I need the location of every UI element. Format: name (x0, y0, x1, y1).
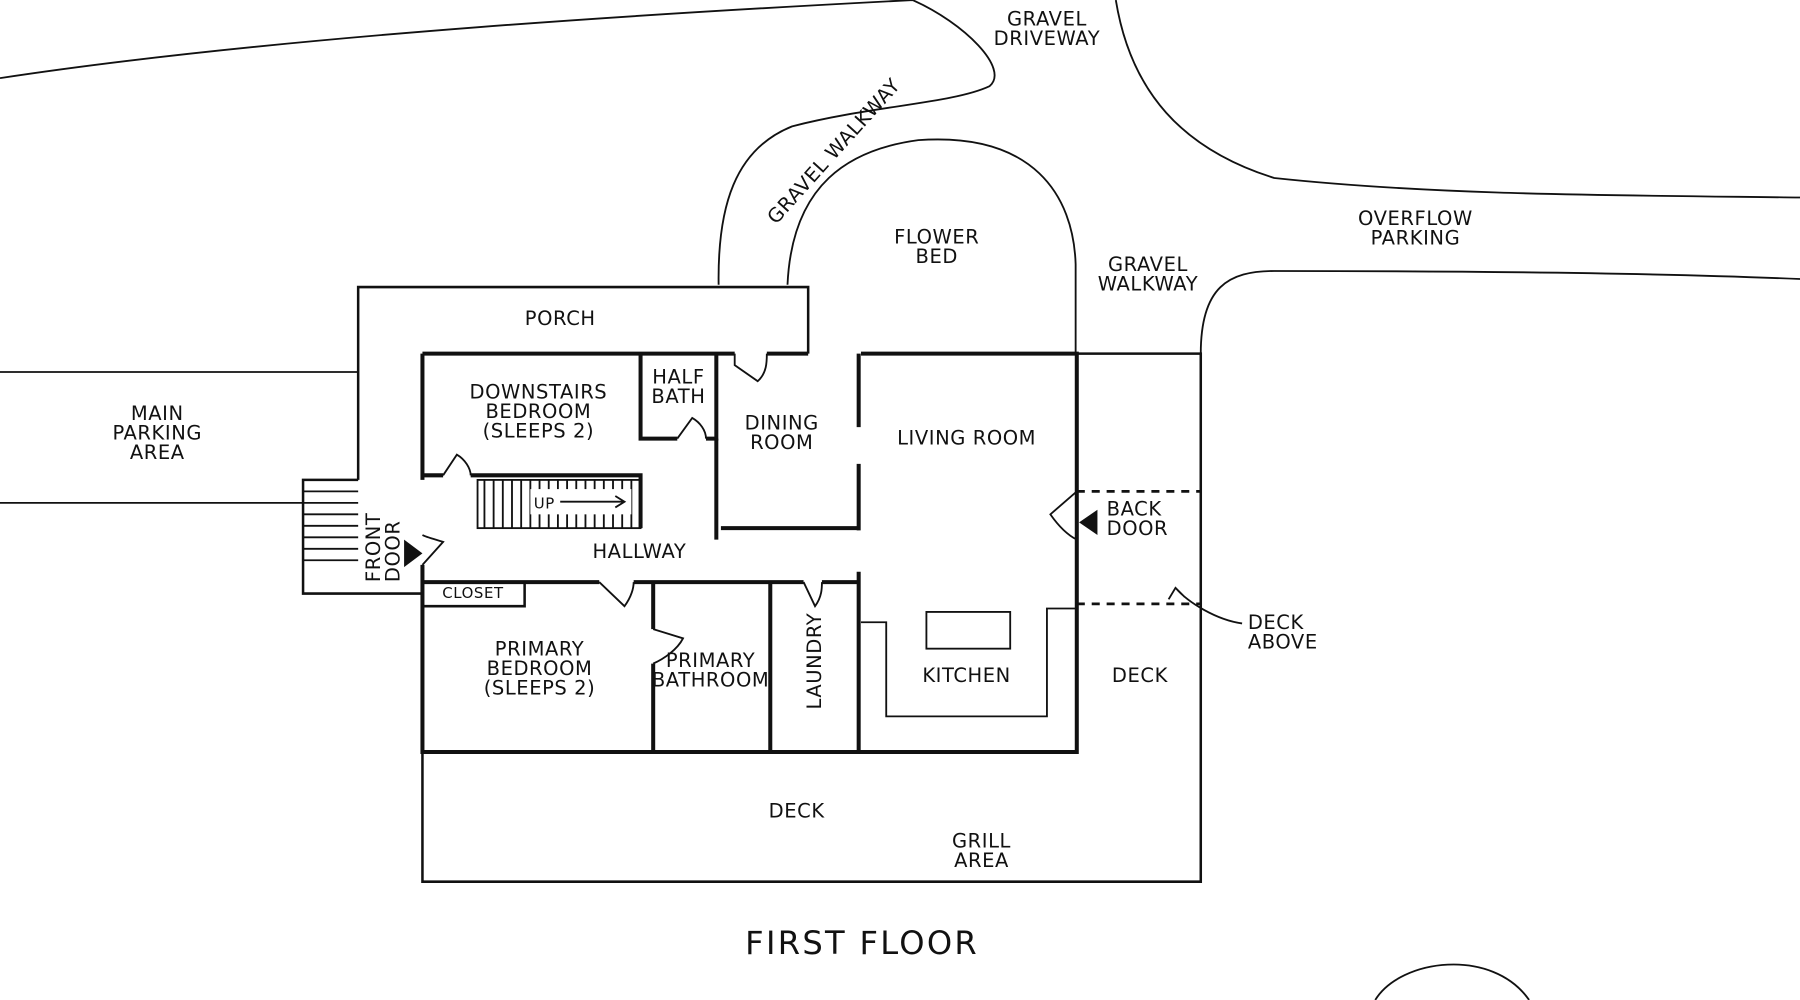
svg-text:ABOVE: ABOVE (1248, 631, 1318, 654)
svg-text:BATH: BATH (651, 385, 705, 408)
svg-text:FRONT: FRONT (362, 513, 385, 582)
svg-text:DOWNSTAIRS: DOWNSTAIRS (470, 380, 608, 403)
hallway-label: HALLWAY (592, 540, 686, 563)
svg-text:AREA: AREA (954, 849, 1009, 872)
floor-title: FIRST FLOOR (745, 924, 979, 962)
svg-text:DRIVEWAY: DRIVEWAY (994, 27, 1101, 50)
kitchen-counters (860, 607, 1077, 718)
door-swings (421, 353, 1078, 665)
kitchen-island (925, 611, 1012, 650)
deck-above-label: DECK ABOVE (1248, 611, 1318, 654)
porch-outline (356, 285, 810, 480)
deck-outline (421, 352, 1203, 883)
svg-text:GRAVEL: GRAVEL (1007, 7, 1087, 30)
driveway-left-edge (0, 0, 996, 285)
flower-bed-label: FLOWER BED (894, 225, 979, 268)
front-steps (303, 490, 359, 562)
deck-above-outline (1076, 490, 1201, 606)
laundry-label: LAUNDRY (803, 613, 826, 710)
svg-text:HALF: HALF (652, 365, 704, 388)
porch-label: PORCH (525, 307, 596, 330)
downstairs-bedroom-label: DOWNSTAIRS BEDROOM (SLEEPS 2) (470, 380, 608, 442)
gravel-walkway-curved-label: GRAVEL WALKWAY (763, 74, 905, 228)
main-parking-label: MAIN PARKING AREA (112, 402, 202, 464)
svg-text:BEDROOM: BEDROOM (485, 400, 591, 423)
staircase (476, 478, 642, 530)
svg-text:(SLEEPS 2): (SLEEPS 2) (483, 419, 595, 442)
svg-text:(SLEEPS 2): (SLEEPS 2) (484, 677, 596, 700)
primary-bathroom-label: PRIMARY BATHROOM (652, 649, 769, 692)
svg-text:GRILL: GRILL (952, 829, 1011, 852)
back-door-label: BACK DOOR (1107, 497, 1169, 540)
deck-right-label: DECK (1112, 664, 1169, 687)
front-door-arrow (404, 539, 423, 568)
main-parking-edges (0, 371, 359, 504)
svg-text:DOOR: DOOR (381, 521, 404, 583)
svg-text:DECK: DECK (1248, 611, 1305, 634)
overflow-parking-label: OVERFLOW PARKING (1358, 207, 1473, 250)
deck-above-pointer (1167, 586, 1243, 625)
grill-area-label: GRILL AREA (952, 829, 1011, 872)
gravel-walkway-right-label: GRAVEL WALKWAY (1098, 253, 1198, 296)
svg-text:FLOWER: FLOWER (894, 225, 979, 248)
walkway-inner-edge (786, 138, 1077, 354)
deck-bottom-label: DECK (769, 799, 826, 822)
overflow-parking-edge (1199, 270, 1800, 354)
back-door-arrow (1079, 509, 1098, 536)
svg-text:BATHROOM: BATHROOM (652, 669, 769, 692)
svg-text:DINING: DINING (745, 411, 819, 434)
gravel-driveway-label: GRAVEL DRIVEWAY (994, 7, 1101, 50)
svg-text:AREA: AREA (130, 441, 185, 464)
bottom-circle (1374, 963, 1530, 1000)
closet-label: CLOSET (442, 584, 504, 602)
primary-bedroom-label: PRIMARY BEDROOM (SLEEPS 2) (484, 638, 596, 700)
svg-text:DOOR: DOOR (1107, 517, 1169, 540)
svg-text:PRIMARY: PRIMARY (495, 638, 584, 661)
svg-text:BACK: BACK (1107, 497, 1163, 520)
living-room-label: LIVING ROOM (897, 426, 1036, 449)
kitchen-label: KITCHEN (922, 664, 1011, 687)
half-bath-label: HALF BATH (651, 365, 705, 408)
svg-text:BEDROOM: BEDROOM (487, 657, 593, 680)
dining-room-label: DINING ROOM (745, 411, 819, 454)
svg-text:ROOM: ROOM (750, 431, 813, 454)
svg-text:MAIN: MAIN (131, 402, 184, 425)
svg-text:GRAVEL: GRAVEL (1108, 253, 1188, 276)
front-door-label: FRONT DOOR (362, 513, 405, 582)
svg-text:PARKING: PARKING (112, 422, 202, 445)
svg-text:BED: BED (916, 245, 958, 268)
svg-text:PRIMARY: PRIMARY (666, 649, 755, 672)
svg-text:OVERFLOW: OVERFLOW (1358, 207, 1473, 230)
stairs-up-label: UP (534, 495, 555, 513)
driveway-right-edge (1114, 0, 1800, 199)
svg-text:WALKWAY: WALKWAY (1098, 272, 1198, 295)
svg-text:PARKING: PARKING (1371, 227, 1461, 250)
